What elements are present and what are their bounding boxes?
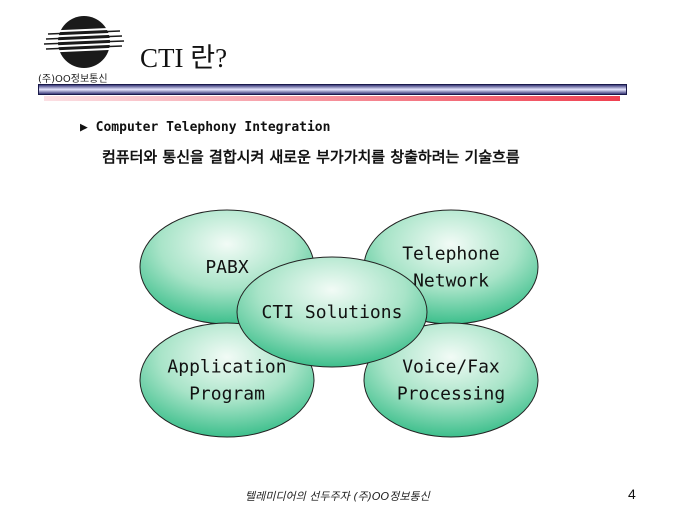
diagram-node-label: Voice/Fax [402, 357, 500, 378]
diagram-center-node: CTI Solutions [236, 256, 428, 368]
diagram-center-node-shape [236, 256, 428, 368]
header-accent-line [44, 96, 620, 101]
slide-title: CTI 란? [140, 43, 228, 73]
diagram-node-label: Processing [397, 384, 505, 405]
diagram-node-label: Telephone [402, 244, 500, 265]
diagram-node-label: Program [189, 384, 265, 405]
page-number: 4 [628, 486, 636, 502]
bullet-text: Computer Telephony Integration [95, 120, 331, 135]
diagram-node-label: PABX [205, 257, 249, 278]
diagram-node-shape [363, 322, 539, 438]
header-divider [38, 84, 627, 95]
company-logo [40, 16, 130, 68]
diagram-node-label: Network [413, 271, 489, 292]
diagram-node-label: Application [167, 357, 286, 378]
triangle-bullet-icon: ▶ [80, 120, 96, 135]
company-name: (주)OO정보통신 [38, 74, 108, 85]
diagram-center-node-label: CTI Solutions [262, 302, 403, 323]
bullet-line: ▶ Computer Telephony Integration [80, 120, 330, 135]
footer-tagline: 텔레미디어의 선두주자 (주)OO정보통신 [245, 490, 430, 503]
description: 컴퓨터와 통신을 결합시켜 새로운 부가가치를 창출하려는 기술흐름 [102, 148, 520, 166]
